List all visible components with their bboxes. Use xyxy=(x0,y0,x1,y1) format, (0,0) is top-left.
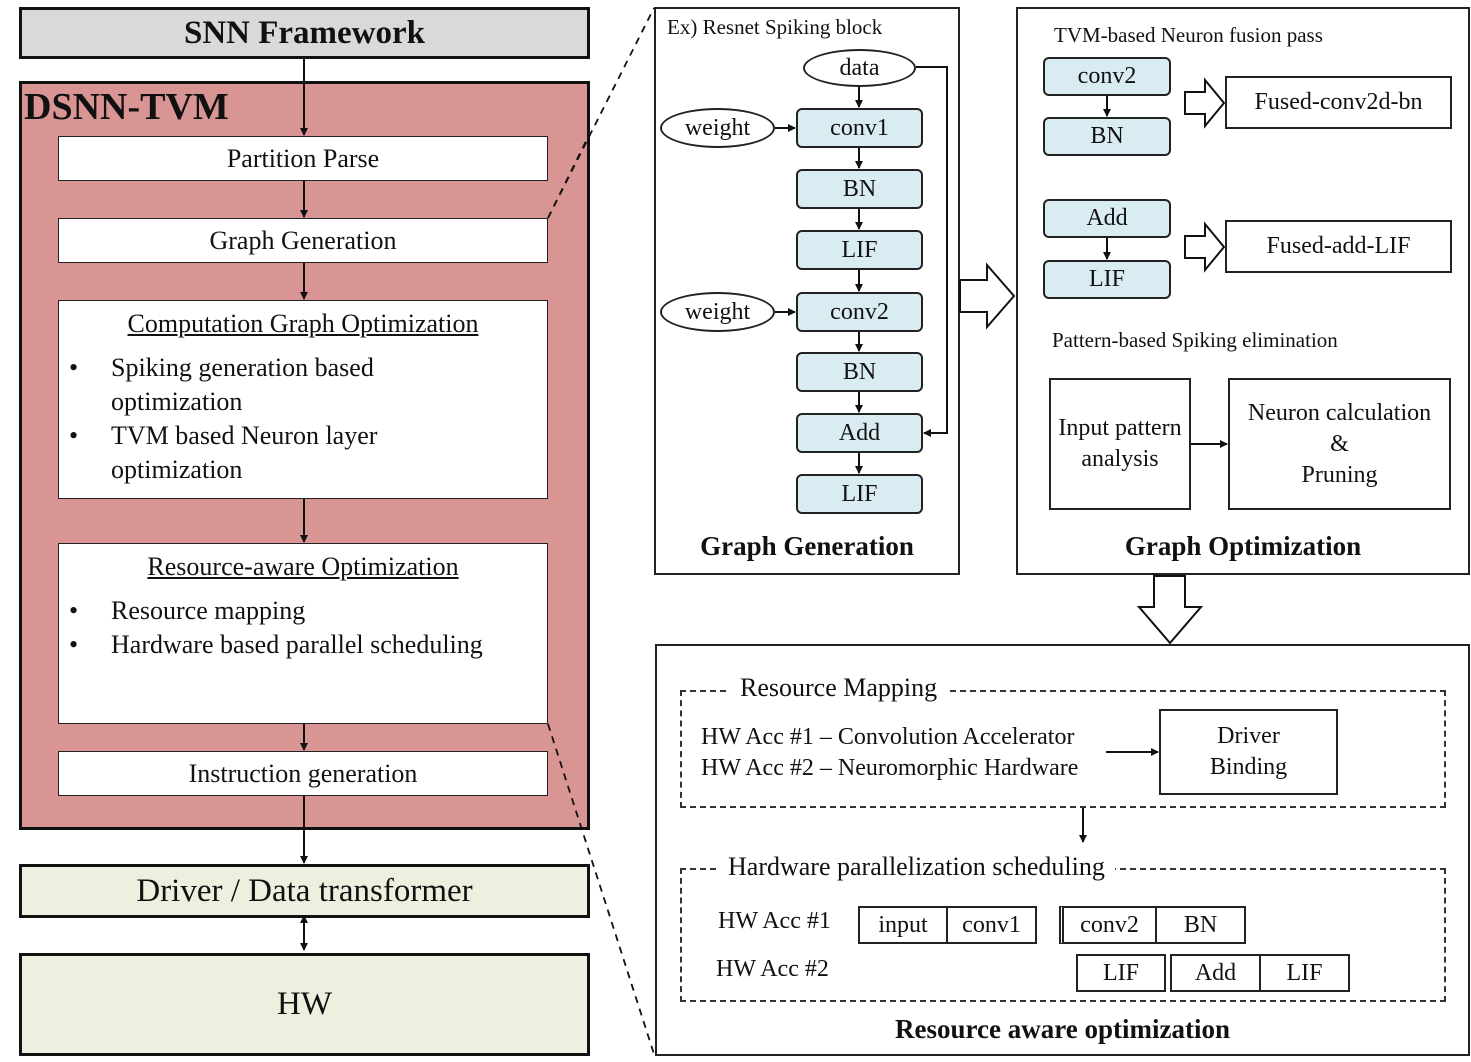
node-conv2: conv2 xyxy=(796,292,923,332)
node-bn-2: BN xyxy=(796,352,923,392)
task-lif-1: LIF xyxy=(1076,954,1166,992)
spiking-elimination-title: Pattern-based Spiking elimination xyxy=(1052,328,1338,352)
fused-add-lif-box: Fused-add-LIF xyxy=(1225,220,1452,273)
hw-box: HW xyxy=(19,953,590,1056)
task-bn: BN xyxy=(1155,906,1246,944)
fusion2-add: Add xyxy=(1043,199,1171,238)
cgo-bullet-2: • TVM based Neuron layer optimization xyxy=(69,421,378,484)
resource-aware-caption: Resource aware optimization xyxy=(895,1014,1230,1044)
graph-optimization-caption: Graph Optimization xyxy=(1124,531,1362,561)
rao-title: Resource-aware Optimization xyxy=(147,552,459,581)
graph-generation-box: Graph Generation xyxy=(58,218,548,263)
acc1-label: HW Acc #1 xyxy=(718,908,831,934)
input-pattern-analysis-box: Input pattern analysis xyxy=(1049,378,1191,510)
fusion-pass-title: TVM-based Neuron fusion pass xyxy=(1054,23,1323,47)
computation-graph-optimization-box: Computation Graph Optimization • Spiking… xyxy=(58,300,548,499)
weight-node-2: weight xyxy=(660,292,775,332)
acc2-label: HW Acc #2 xyxy=(716,956,829,982)
cgo-bullet-1: • Spiking generation based optimization xyxy=(69,353,374,416)
cgo-title: Computation Graph Optimization xyxy=(127,309,479,338)
fusion1-conv2: conv2 xyxy=(1043,57,1171,96)
driver-binding-box: Driver Binding xyxy=(1159,709,1338,795)
snn-framework-label: SNN Framework xyxy=(183,14,426,51)
node-lif-2: LIF xyxy=(796,474,923,514)
task-conv2: conv2 xyxy=(1059,906,1157,944)
snn-framework-box: SNN Framework xyxy=(19,7,590,59)
graph-generation-label: Graph Generation xyxy=(209,225,397,255)
fusion2-lif: LIF xyxy=(1043,260,1171,299)
resnet-block-header: Ex) Resnet Spiking block xyxy=(667,15,883,39)
driver-data-transformer-box: Driver / Data transformer xyxy=(19,864,590,918)
fusion1-bn: BN xyxy=(1043,117,1171,156)
node-conv1: conv1 xyxy=(796,108,923,148)
resource-aware-optimization-box: Resource-aware Optimization • Resource m… xyxy=(58,543,548,724)
task-lif-2: LIF xyxy=(1259,954,1350,992)
node-add: Add xyxy=(796,413,923,453)
acc2-description: HW Acc #2 – Neuromorphic Hardware xyxy=(701,755,1079,781)
fused-conv2d-bn-box: Fused-conv2d-bn xyxy=(1225,76,1452,129)
weight-node-1: weight xyxy=(660,108,775,148)
data-node: data xyxy=(803,49,916,87)
neuron-calculation-pruning-box: Neuron calculation & Pruning xyxy=(1228,378,1451,510)
acc1-description: HW Acc #1 – Convolution Accelerator xyxy=(701,724,1075,750)
instruction-generation-box: Instruction generation xyxy=(58,751,548,796)
driver-label: Driver / Data transformer xyxy=(136,872,473,909)
task-conv1: conv1 xyxy=(946,906,1037,944)
graph-generation-caption: Graph Generation xyxy=(700,531,914,561)
resource-mapping-title: Resource Mapping xyxy=(730,675,948,701)
node-lif-1: LIF xyxy=(796,230,923,270)
scheduling-title: Hardware parallelization scheduling xyxy=(718,854,1115,880)
instruction-generation-label: Instruction generation xyxy=(188,758,418,788)
partition-parse-box: Partition Parse xyxy=(58,136,548,181)
rao-bullet-1: • Resource mapping xyxy=(69,596,306,625)
hw-label: HW xyxy=(277,986,332,1022)
rao-bullet-2: • Hardware based parallel scheduling xyxy=(69,630,483,659)
opt-to-resource-block-arrow xyxy=(1136,575,1204,645)
gen-to-opt-block-arrow xyxy=(959,262,1016,330)
task-input: input xyxy=(858,906,948,944)
partition-parse-label: Partition Parse xyxy=(226,143,380,173)
task-add: Add xyxy=(1170,954,1261,992)
node-bn-1: BN xyxy=(796,169,923,209)
resource-mapping-group xyxy=(680,690,1446,808)
dsnn-tvm-title: DSNN-TVM xyxy=(24,86,229,128)
